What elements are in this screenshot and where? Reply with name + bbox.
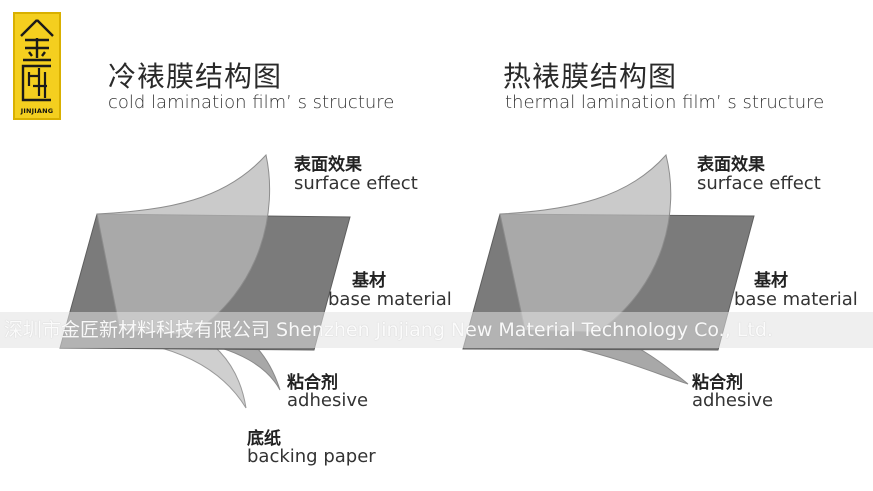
left-base-label-zh: 基材 xyxy=(352,271,386,291)
left-surface-label-zh: 表面效果 xyxy=(294,155,362,175)
company-watermark: 深圳市金匠新材料科技有限公司 Shenzhen Jinjiang New Mat… xyxy=(0,312,873,348)
logo-wordmark: JINJIANG xyxy=(20,107,54,115)
left-backing-label-en: backing paper xyxy=(247,446,376,467)
left-title-zh: 冷裱膜结构图 xyxy=(108,60,283,93)
left-title-en: cold lamination film’ s structure xyxy=(108,92,395,113)
right-surface-effect-layer xyxy=(499,153,672,333)
right-adhesive-label-zh: 粘合剂 xyxy=(692,373,743,393)
left-adhesive-label-zh: 粘合剂 xyxy=(287,373,338,393)
watermark-text: 深圳市金匠新材料科技有限公司 Shenzhen Jinjiang New Mat… xyxy=(4,319,773,341)
left-adhesive-label-en: adhesive xyxy=(287,390,369,411)
right-title-en: thermal lamination film’ s structure xyxy=(505,92,825,113)
right-base-label-zh: 基材 xyxy=(754,271,788,291)
right-adhesive-label-en: adhesive xyxy=(692,390,774,411)
company-logo: JINJIANG xyxy=(13,12,61,120)
right-surface-label-en: surface effect xyxy=(697,173,821,194)
jinjiang-logo-mark xyxy=(20,19,54,102)
left-surface-label-en: surface effect xyxy=(294,173,418,194)
left-base-label-en: base material xyxy=(328,289,452,310)
left-backing-label-zh: 底纸 xyxy=(247,429,281,449)
right-title-zh: 热裱膜结构图 xyxy=(503,60,678,93)
left-surface-effect-layer xyxy=(96,153,271,336)
right-base-label-en: base material xyxy=(734,289,858,310)
right-surface-label-zh: 表面效果 xyxy=(697,155,765,175)
